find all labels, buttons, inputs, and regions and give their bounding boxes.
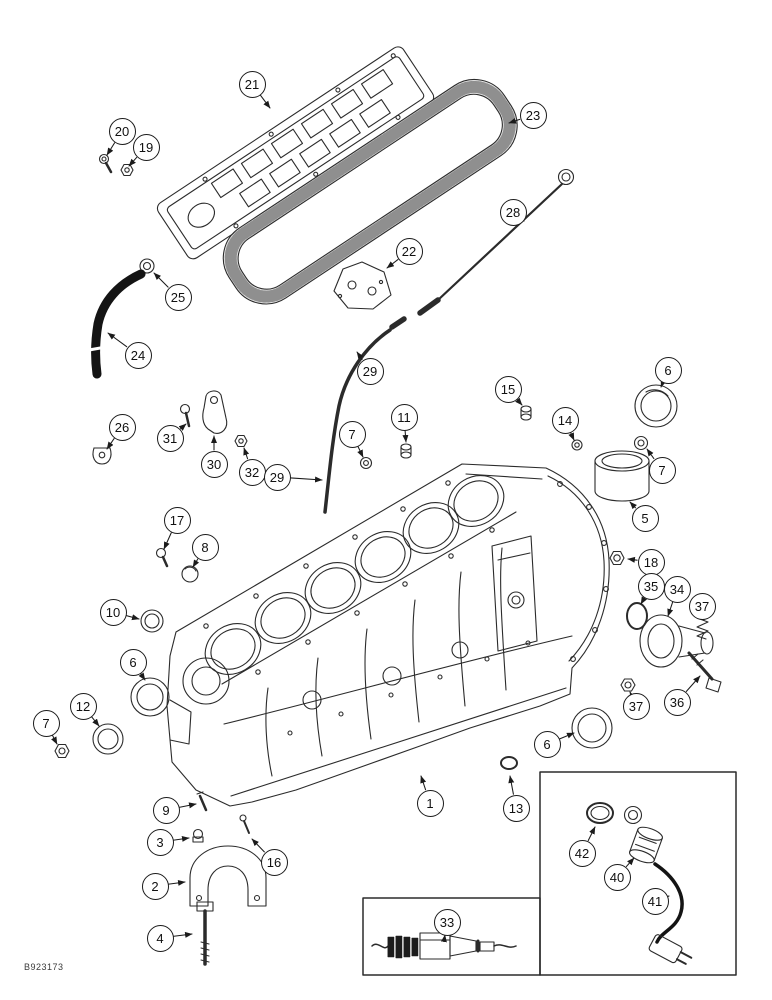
callout-32: 32 xyxy=(238,458,266,486)
callout-12: 12 xyxy=(69,692,97,720)
inset-box-sender xyxy=(362,897,541,976)
callout-6: 6 xyxy=(119,648,147,676)
callout-16: 16 xyxy=(260,848,288,876)
callout-13: 13 xyxy=(502,794,530,822)
callout-37: 37 xyxy=(622,692,650,720)
callout-9: 9 xyxy=(152,796,180,824)
washer-right xyxy=(633,435,649,451)
left-small-plugs xyxy=(140,547,199,633)
callout-40: 40 xyxy=(603,863,631,891)
callout-2: 2 xyxy=(141,872,169,900)
dipstick-tube xyxy=(323,316,407,514)
callout-26: 26 xyxy=(108,413,136,441)
core-plug-large-right xyxy=(634,384,678,428)
leader-lines xyxy=(51,94,706,943)
callout-22: 22 xyxy=(395,237,423,265)
water-outlet-group xyxy=(620,602,722,693)
callout-25: 25 xyxy=(164,283,192,311)
callout-3: 3 xyxy=(146,828,174,856)
callout-7: 7 xyxy=(648,456,676,484)
callout-36: 36 xyxy=(663,688,691,716)
bottom-small-hardware xyxy=(192,791,250,843)
callout-23: 23 xyxy=(519,101,547,129)
callout-5: 5 xyxy=(631,504,659,532)
inset-box-heater xyxy=(539,771,737,976)
side-cover-plate xyxy=(333,261,392,310)
left-lower-plugs xyxy=(54,677,170,759)
callout-18: 18 xyxy=(637,548,665,576)
hex-plug-right xyxy=(609,550,625,566)
callout-21: 21 xyxy=(238,70,266,98)
callout-15: 15 xyxy=(494,375,522,403)
callout-7: 7 xyxy=(338,420,366,448)
callout-41: 41 xyxy=(641,887,669,915)
small-plugs-top xyxy=(359,405,583,470)
callout-11: 11 xyxy=(390,403,418,431)
cylinder-block xyxy=(166,463,610,807)
callout-6: 6 xyxy=(533,730,561,758)
callout-1: 1 xyxy=(416,789,444,817)
callout-34: 34 xyxy=(663,575,691,603)
callout-31: 31 xyxy=(156,424,184,452)
callout-24: 24 xyxy=(124,341,152,369)
callout-19: 19 xyxy=(132,133,160,161)
callout-8: 8 xyxy=(191,533,219,561)
callout-7: 7 xyxy=(32,709,60,737)
callout-28: 28 xyxy=(499,198,527,226)
callout-35: 35 xyxy=(637,572,665,600)
breather-tube xyxy=(87,258,155,379)
callout-37: 37 xyxy=(688,592,716,620)
callout-14: 14 xyxy=(551,406,579,434)
callout-33: 33 xyxy=(433,908,461,936)
callout-20: 20 xyxy=(108,117,136,145)
bearing-cap-bolt xyxy=(196,901,214,966)
callout-10: 10 xyxy=(99,598,127,626)
callout-30: 30 xyxy=(200,450,228,478)
lifting-bracket-group xyxy=(92,390,248,465)
callout-6: 6 xyxy=(654,356,682,384)
dipstick xyxy=(417,168,575,316)
callout-17: 17 xyxy=(163,506,191,534)
cover-gasket xyxy=(222,78,518,305)
callout-29: 29 xyxy=(356,357,384,385)
callout-4: 4 xyxy=(146,924,174,952)
callout-29: 29 xyxy=(263,463,291,491)
bottom-plugs xyxy=(500,707,613,770)
figure-code: B923173 xyxy=(24,962,64,972)
callout-42: 42 xyxy=(568,839,596,867)
main-bearing-cap xyxy=(189,845,267,907)
